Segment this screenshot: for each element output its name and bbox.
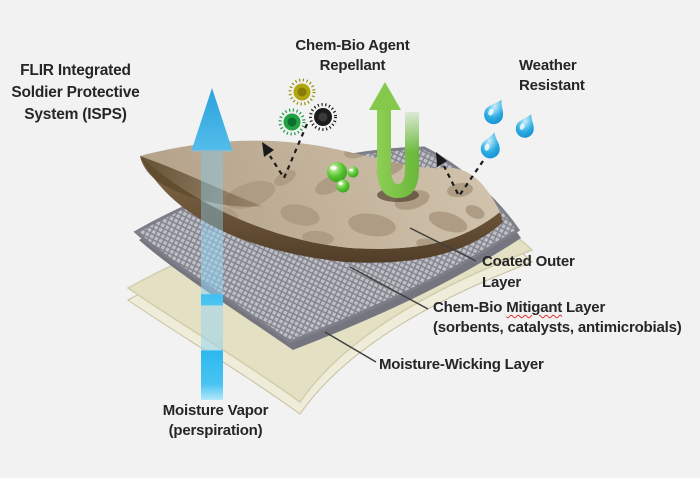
leader-line-mitigant: [349, 266, 429, 310]
weather-line-1: Weather: [519, 57, 577, 74]
water-droplet-icon-2: [515, 114, 534, 138]
title-line-1: FLIR Integrated: [20, 62, 131, 79]
mitigant-label-pre: Chem-Bio: [433, 299, 507, 316]
dashed-deflection-arrow-right: [436, 152, 484, 199]
diagram-title: FLIR Integrated Soldier Protective Syste…: [0, 60, 153, 126]
label-moisture-wicking-layer: Moisture-Wicking Layer: [379, 355, 599, 375]
wicking-label: Moisture-Wicking Layer: [379, 356, 544, 373]
mitigant-label-post: Layer: [562, 299, 606, 316]
repelled-droplet-beads: [327, 162, 359, 193]
water-droplet-icon-3: [480, 132, 500, 159]
callout-chem-bio-agent-repellant: Chem-Bio Agent Repellant: [285, 36, 420, 76]
label-coated-outer-layer: Coated Outer Layer: [482, 251, 602, 293]
microbe-icon-yellow: [288, 78, 316, 106]
repellant-arrow: [369, 82, 421, 198]
microbe-icon-black: [309, 103, 337, 131]
microbe-icon-green: [278, 108, 306, 136]
leader-line-wicking: [324, 331, 377, 363]
dashed-deflection-arrow-left: [262, 123, 309, 181]
mitigant-label-word: Mitigant: [506, 299, 563, 316]
title-line-3: System (ISPS): [24, 106, 127, 123]
leader-lines: [324, 227, 477, 363]
vapor-line-2: (perspiration): [168, 422, 263, 439]
moisture-vapor-arrow: [191, 88, 233, 400]
leader-line-coated: [409, 227, 477, 262]
mitigant-line-1: Chem-Bio Mitigant Layer: [433, 298, 700, 318]
coated-line-2: Layer: [482, 274, 522, 291]
repellant-line-1: Chem-Bio Agent: [295, 37, 410, 54]
label-chem-bio-mitigant-layer: Chem-Bio Mitigant Layer (sorbents, catal…: [433, 298, 700, 338]
coated-line-1: Coated Outer: [482, 253, 575, 270]
mitigant-sublabel: (sorbents, catalysts, antimicrobials): [433, 319, 682, 336]
weather-line-2: Resistant: [519, 77, 585, 94]
water-droplet-icon-1: [484, 99, 504, 125]
vapor-line-1: Moisture Vapor: [162, 402, 269, 419]
repellant-line-2: Repellant: [319, 57, 386, 74]
callout-weather-resistant: Weather Resistant: [519, 56, 609, 96]
callout-moisture-vapor: Moisture Vapor (perspiration): [138, 401, 293, 441]
title-line-2: Soldier Protective: [11, 84, 140, 101]
